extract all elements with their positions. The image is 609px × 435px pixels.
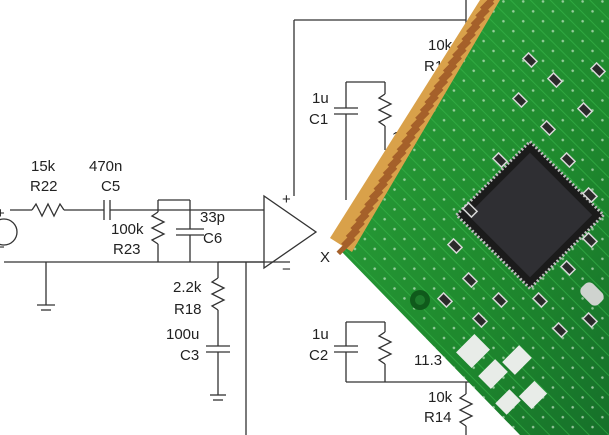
smd-part	[531, 291, 549, 309]
smd-part	[471, 311, 489, 329]
smd-part	[581, 186, 599, 204]
c5-ref: C5	[101, 178, 120, 195]
smd-part	[589, 61, 607, 79]
smd-part	[491, 151, 509, 169]
r23-value: 100k	[111, 221, 144, 238]
smd-part	[559, 151, 577, 169]
smd-part	[461, 271, 479, 289]
smd-part	[511, 91, 529, 109]
c6-value: 33p	[200, 209, 225, 226]
c1-ref: C1	[309, 111, 328, 128]
r18-value: 2.2k	[173, 279, 202, 296]
c3-value: 100u	[166, 326, 199, 343]
gold-edge-connector	[330, 0, 500, 256]
opamp-minus: −	[282, 261, 291, 278]
white-pads	[456, 334, 548, 415]
main-chip	[454, 139, 606, 291]
r15-value: 10k	[428, 37, 453, 54]
r22-value: 15k	[31, 158, 56, 175]
svg-text:+: +	[0, 205, 5, 222]
gold-finger	[336, 236, 356, 256]
r23-ref: R23	[113, 241, 141, 258]
c2-ref: C2	[309, 347, 328, 364]
smd-part	[491, 291, 509, 309]
smd-part	[581, 231, 599, 249]
smd-part	[521, 51, 539, 69]
r22-ref: R22	[30, 178, 58, 195]
smd-part	[576, 101, 594, 119]
crystal-oscillator	[580, 282, 604, 306]
smd-part	[581, 311, 599, 329]
c5-value: 470n	[89, 158, 122, 175]
smd-part	[461, 201, 479, 219]
c2-value: 1u	[312, 326, 329, 343]
smd-part	[559, 259, 577, 277]
node-x: X	[320, 249, 330, 266]
svg-text:−: −	[0, 239, 5, 256]
pcb-board	[330, 0, 609, 435]
r18-ref: R18	[174, 301, 202, 318]
r14-value: 10k	[428, 389, 453, 406]
opamp-plus: +	[282, 191, 291, 208]
schematic-wiring: + −	[0, 0, 474, 435]
partial-label-11: 11.3	[414, 352, 442, 369]
smd-components	[436, 51, 607, 339]
smd-part	[446, 237, 464, 255]
r14-ref: R14	[424, 409, 452, 426]
smd-part	[436, 291, 454, 309]
smd-part	[546, 71, 564, 89]
c1-value: 1u	[312, 90, 329, 107]
c6-ref: C6	[203, 230, 222, 247]
c3-ref: C3	[180, 347, 199, 364]
smd-part	[539, 119, 557, 137]
smd-part	[551, 321, 569, 339]
